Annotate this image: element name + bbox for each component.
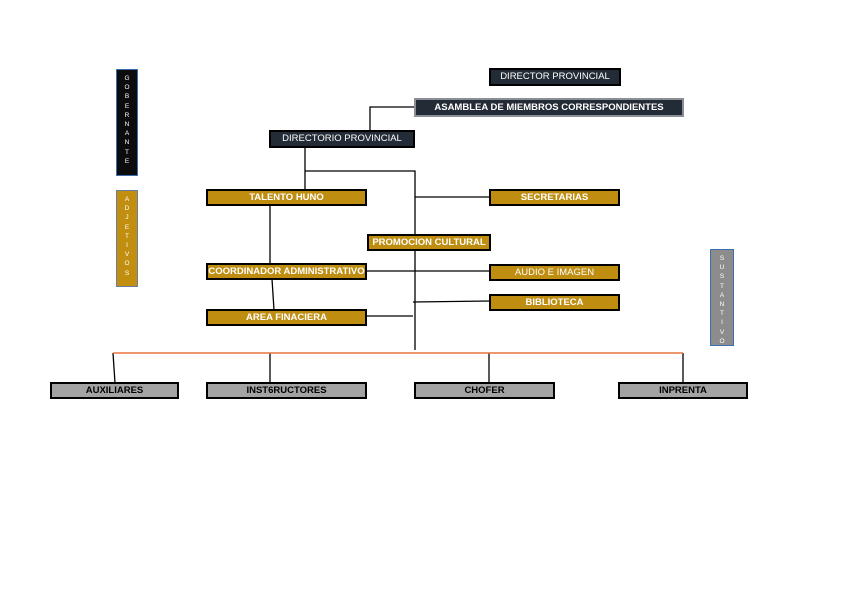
node-director-provincial: DIRECTOR PROVINCIAL	[489, 68, 621, 86]
node-inst6ructores: INST6RUCTORES	[206, 382, 367, 399]
node-talento-huno: TALENTO HUNO	[206, 189, 367, 206]
node-directorio-provincial: DIRECTORIO PROVINCIAL	[269, 130, 415, 148]
node-secretarias: SECRETARIAS	[489, 189, 620, 206]
node-audio-e-imagen: AUDIO E IMAGEN	[489, 264, 620, 281]
node-promocion-cultural: PROMOCION CULTURAL	[367, 234, 491, 251]
node-inprenta: INPRENTA	[618, 382, 748, 399]
node-chofer: CHOFER	[414, 382, 555, 399]
node-auxiliares: AUXILIARES	[50, 382, 179, 399]
node-biblioteca: BIBLIOTECA	[489, 294, 620, 311]
node-coordinador-administrativo: COORDINADOR ADMINISTRATIVO	[206, 263, 367, 280]
node-asamblea: ASAMBLEA DE MIEMBROS CORRESPONDIENTES	[414, 98, 684, 117]
node-area-finaciera: AREA FINACIERA	[206, 309, 367, 326]
